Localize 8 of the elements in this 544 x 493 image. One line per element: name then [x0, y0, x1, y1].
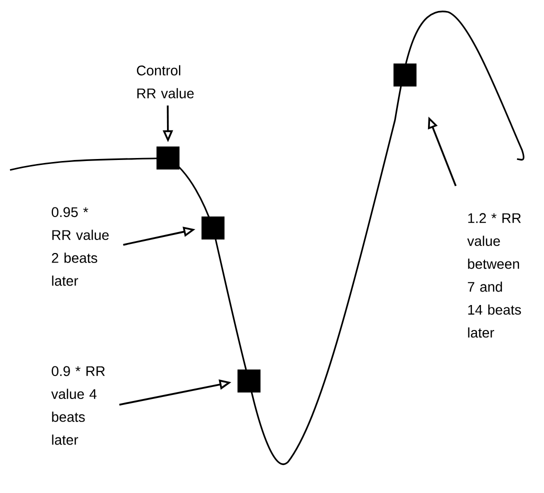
- callout-text: Control RR value: [136, 65, 194, 98]
- marker-square: [238, 370, 260, 392]
- callout-text: 0.95 * RR value 2 beats later: [52, 207, 109, 286]
- callout-text: 0.9 * RR value 4 beats later: [51, 366, 105, 445]
- callout-text: 1.2 * RR value between 7 and 14 beats later: [467, 213, 521, 338]
- marker-square: [202, 216, 224, 240]
- marker-square: [156, 146, 180, 170]
- marker-square: [394, 64, 416, 86]
